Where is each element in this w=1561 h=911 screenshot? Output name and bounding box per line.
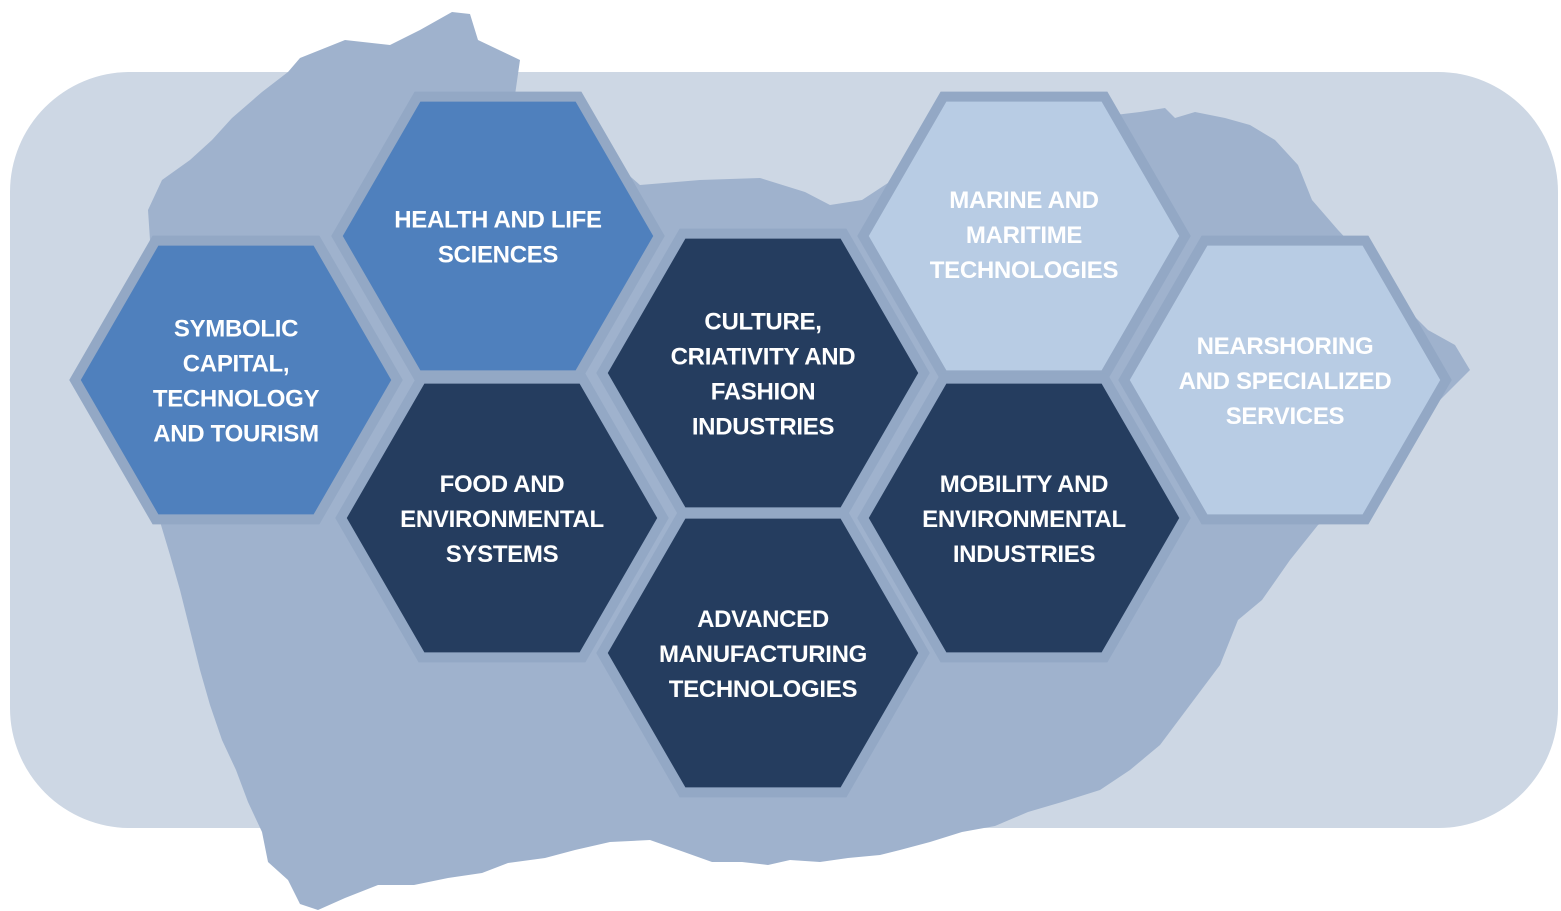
hexagon-label-line: SCIENCES [438,242,559,269]
hexagon-health-life-sciences: HEALTH AND LIFE SCIENCES [331,91,665,381]
hexagon-label-line: CULTURE, [704,309,821,336]
hexagon-label-line: SERVICES [1226,403,1345,430]
hexagon-label: NEARSHORING AND SPECIALIZED SERVICES [1179,333,1392,430]
hexagon-label-line: MARITIME [966,222,1083,249]
hexagon-label-line: ADVANCED [697,606,829,633]
hexagon-shape [335,373,669,663]
hexagon-advanced-manufacturing: ADVANCED MANUFACTURING TECHNOLOGIES [596,508,930,798]
hexagon-label: FOOD AND ENVIRONMENTAL SYSTEMS [400,471,604,568]
hexagon-label-line: SYMBOLIC [174,316,298,343]
hexagon-label-line: MANUFACTURING [659,641,867,668]
hexagon-label-line: FOOD AND [440,471,565,498]
hexagon-label: HEALTH AND LIFE SCIENCES [394,207,602,269]
hexagon-label: MARINE AND MARITIME TECHNOLOGIES [930,187,1119,284]
hexagon-label-line: INDUSTRIES [692,414,835,441]
hexagon-shape [1118,235,1452,525]
hexagon-label-line: ENVIRONMENTAL [400,506,604,533]
hexagon-label-line: INDUSTRIES [953,541,1096,568]
hexagon-shape [69,235,403,525]
hexagon-shape [596,508,930,798]
hexagon-nearshoring-specialized-services: NEARSHORING AND SPECIALIZED SERVICES [1118,235,1452,525]
hexagon-shape [857,373,1191,663]
hexagon-label-line: TECHNOLOGIES [669,676,858,703]
hexagon-label-line: FASHION [711,379,816,406]
hexagon-label-line: MARINE AND [949,187,1098,214]
hexagon-marine-maritime: MARINE AND MARITIME TECHNOLOGIES [857,91,1191,381]
hexagon-label: MOBILITY AND ENVIRONMENTAL INDUSTRIES [922,471,1126,568]
hexagon-label: ADVANCED MANUFACTURING TECHNOLOGIES [659,606,867,703]
hexagon-label-line: TECHNOLOGY [153,386,320,413]
hexagon-label-line: MOBILITY AND [940,471,1108,498]
hexagon-mobility-environmental-industries: MOBILITY AND ENVIRONMENTAL INDUSTRIES [857,373,1191,663]
hexagon-label: SYMBOLIC CAPITAL, TECHNOLOGY AND TOURISM [153,316,320,448]
hexagon-label-line: TECHNOLOGIES [930,257,1119,284]
hexagon-label-line: SYSTEMS [446,541,559,568]
hexagon-group: SYMBOLIC CAPITAL, TECHNOLOGY AND TOURISM HEA… [69,91,1452,798]
hexagon-label-line: HEALTH AND LIFE [394,207,602,234]
hexagon-label-line: AND SPECIALIZED [1179,368,1392,395]
hexagon-label-line: CAPITAL, [183,351,289,378]
hexagon-food-environmental-systems: FOOD AND ENVIRONMENTAL SYSTEMS [335,373,669,663]
hexagon-label: CULTURE, CRIATIVITY AND FASHION INDUSTRIES [671,309,856,441]
hexagon-label-line: CRIATIVITY AND [671,344,856,371]
hexagon-shape [331,91,665,381]
hexagon-symbolic-capital: SYMBOLIC CAPITAL, TECHNOLOGY AND TOURISM [69,235,403,525]
hexagon-label-line: ENVIRONMENTAL [922,506,1126,533]
hexagon-label-line: NEARSHORING [1197,333,1374,360]
hexagon-label-line: AND TOURISM [153,421,319,448]
